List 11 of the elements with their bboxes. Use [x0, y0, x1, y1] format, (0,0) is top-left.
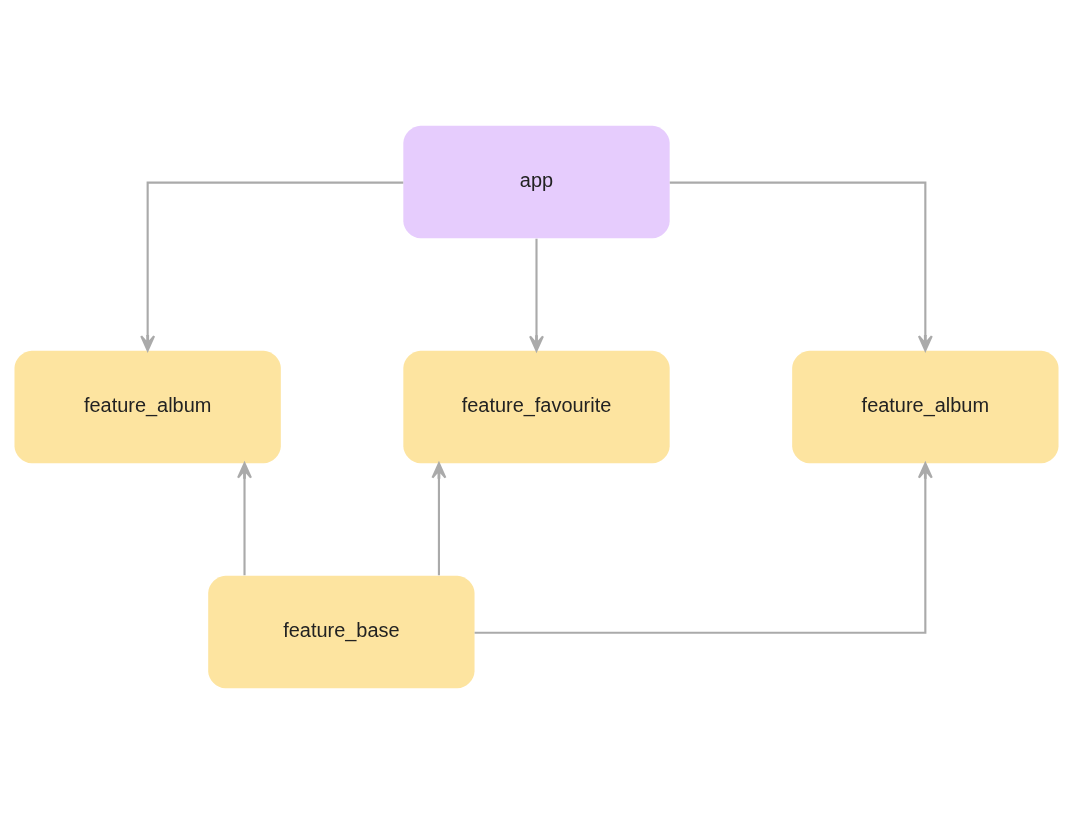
node-box: feature_album: [14, 350, 281, 464]
arrow: [140, 181, 404, 352]
arrow: [431, 462, 447, 576]
node-box: feature_favourite: [403, 350, 670, 464]
arrow: [669, 181, 933, 352]
arrow: [237, 462, 252, 576]
arrow: [529, 238, 544, 352]
node-box: app: [403, 125, 670, 239]
arrow: [474, 462, 933, 634]
node-box: feature_album: [792, 350, 1059, 464]
node-box: feature_base: [208, 575, 475, 689]
